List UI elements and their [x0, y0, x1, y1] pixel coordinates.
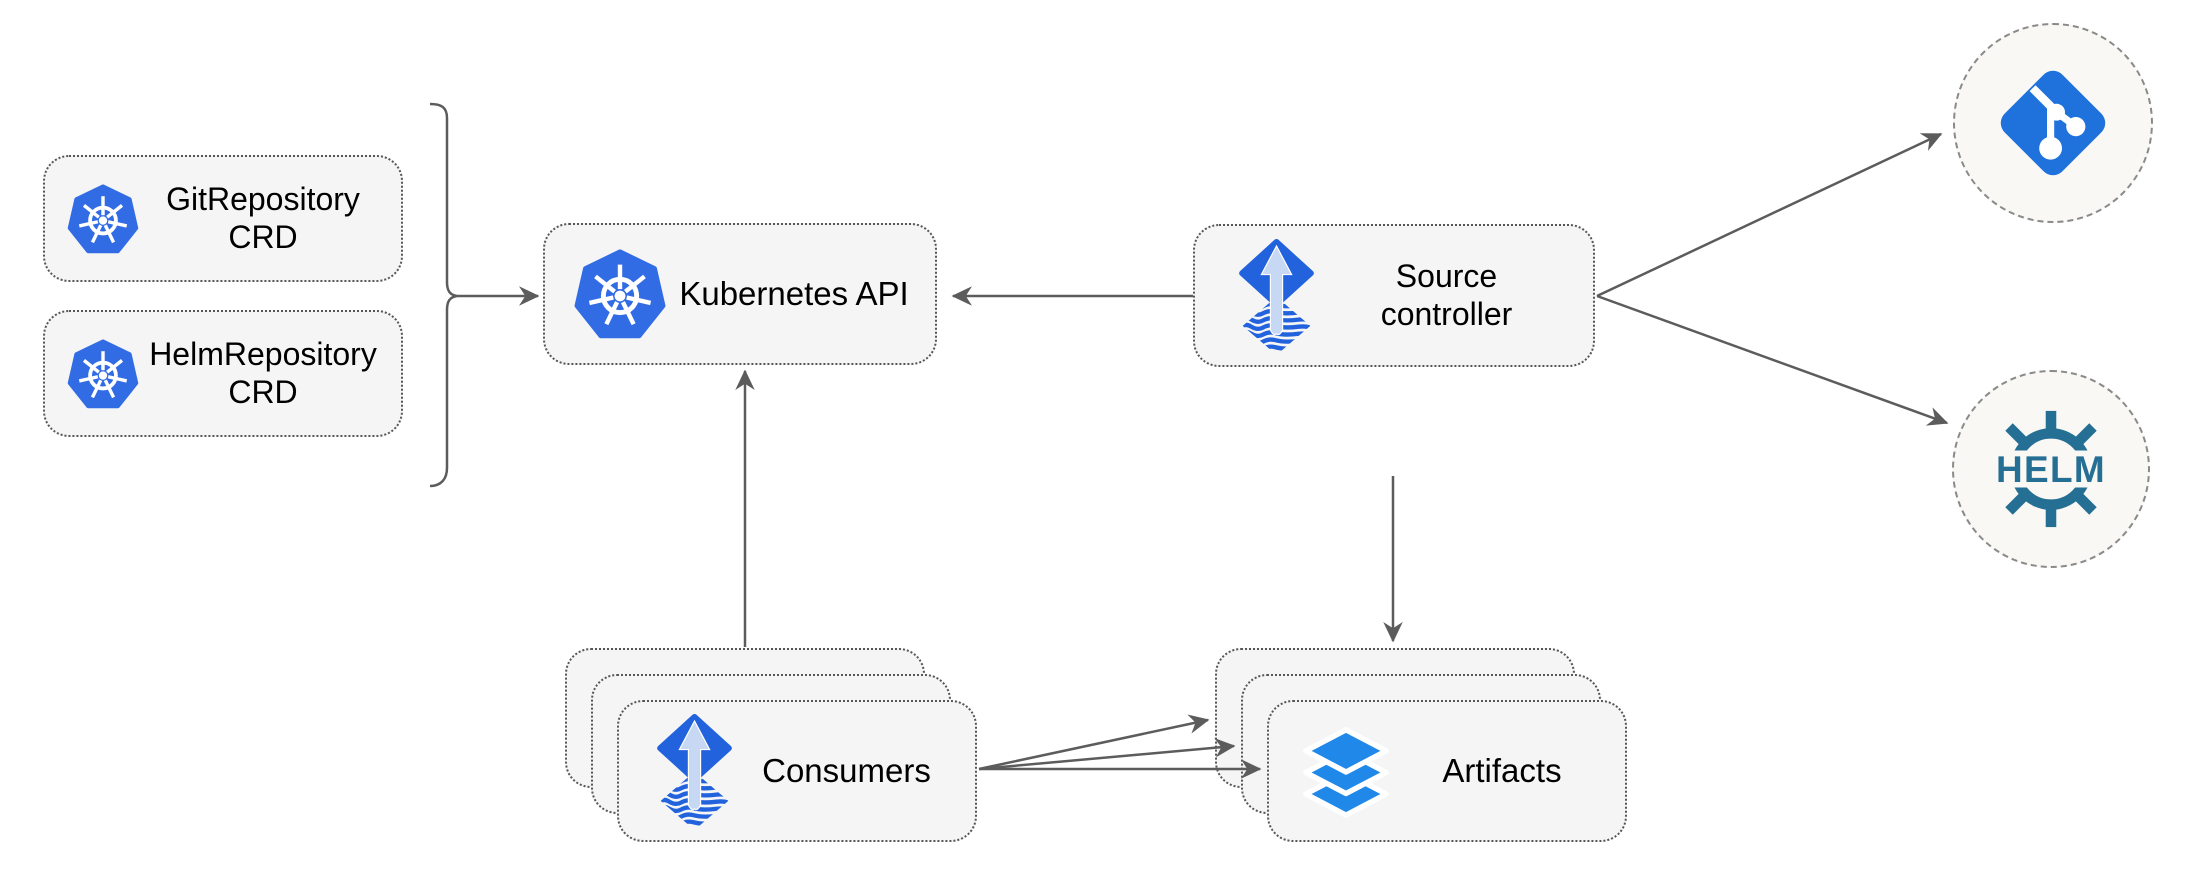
node-label: Kubernetes API	[679, 274, 909, 312]
node-label: Consumers	[762, 751, 931, 789]
edge-consumers-to-artifacts-back	[978, 714, 1210, 771]
node-helm-remote: HELM	[1952, 370, 2150, 568]
node-artifacts: Artifacts	[1267, 700, 1627, 842]
node-label: Source controller	[1316, 258, 1593, 334]
edge-source-controller-to-git-remote	[1596, 132, 1943, 298]
edge-consumers-to-artifacts-middle	[978, 737, 1236, 771]
node-helmrepository-crd: HelmRepository CRD	[43, 310, 403, 437]
crds-curly-brace	[429, 102, 458, 488]
node-kubernetes-api: Kubernetes API	[543, 223, 937, 365]
label-line: HelmRepository	[149, 335, 377, 372]
label-line: Source	[1395, 257, 1498, 294]
kubernetes-icon	[67, 183, 139, 253]
flux-icon	[657, 713, 732, 828]
label-line: GitRepository	[166, 180, 360, 217]
node-label: Artifacts	[1442, 751, 1562, 789]
node-label: GitRepository CRD	[141, 181, 401, 257]
helm-wordmark: HELM	[1996, 449, 2106, 490]
node-source-controller: Source controller	[1193, 224, 1595, 367]
flux-icon	[1239, 238, 1314, 352]
node-consumers: Consumers	[617, 700, 977, 842]
kubernetes-icon	[574, 249, 666, 339]
node-gitrepository-crd: GitRepository CRD	[43, 155, 403, 282]
label-line: controller	[1380, 295, 1513, 332]
git-icon	[2000, 70, 2106, 176]
node-git-remote	[1953, 23, 2153, 223]
edge-source-controller-to-helm-remote	[1596, 294, 1949, 426]
layers-icon	[1303, 727, 1389, 818]
node-label: HelmRepository CRD	[141, 336, 401, 412]
kubernetes-icon	[67, 338, 139, 408]
label-line: CRD	[228, 373, 298, 410]
helm-icon: HELM	[1990, 410, 2112, 528]
label-line: CRD	[228, 218, 298, 255]
